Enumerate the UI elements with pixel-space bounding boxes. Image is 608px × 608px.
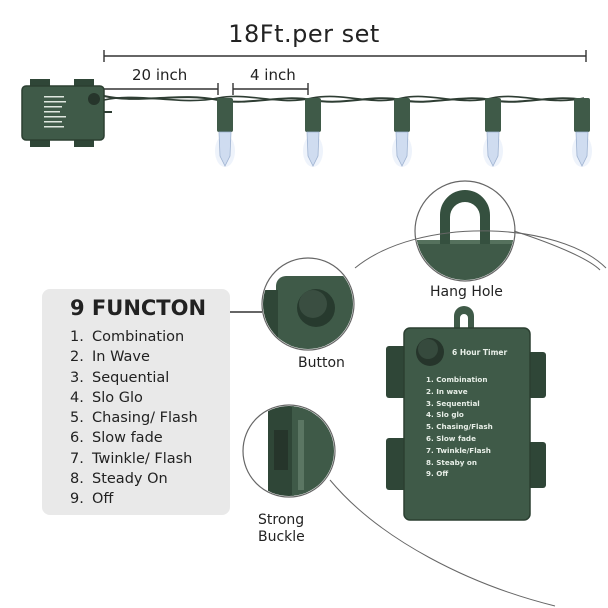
buckle-zoom — [242, 404, 336, 498]
buckle-label-line2: Buckle — [258, 529, 305, 545]
buckle-label: Strong Buckle — [258, 512, 305, 546]
button-label: Button — [298, 355, 345, 371]
box-function-item: 4. Slo glo — [426, 410, 464, 420]
function-item: 6.Slow fade — [70, 430, 163, 447]
box-function-item: 3. Sequential — [426, 398, 480, 408]
box-function-item: 6. Slow fade — [426, 433, 476, 443]
function-title: 9 FUNCTON — [70, 296, 207, 320]
buckle-label-line1: Strong — [258, 512, 305, 528]
bulb — [572, 98, 592, 167]
hang-hole-label: Hang Hole — [430, 284, 503, 300]
button-zoom — [261, 257, 355, 351]
bulbs — [215, 98, 592, 167]
small-battery-box — [21, 79, 112, 147]
function-item: 5.Chasing/ Flash — [70, 410, 198, 427]
function-item: 4.Slo Glo — [70, 389, 143, 406]
bulb — [483, 98, 503, 167]
bulb — [392, 98, 412, 167]
box-function-item: 9. Off — [426, 469, 449, 479]
dimension-spacing-line — [232, 83, 309, 95]
string-wire-twist — [103, 95, 585, 102]
timer-label: 6 Hour Timer — [452, 348, 508, 357]
hang-hole-arc — [513, 230, 601, 271]
function-item: 2.In Wave — [70, 349, 150, 366]
big-arc — [354, 230, 607, 269]
function-list: 1.Combination 2.In Wave 3.Sequential 4.S… — [70, 327, 198, 510]
box-function-item: 1. Combination — [426, 375, 488, 384]
function-item: 7.Twinkle/ Flash — [70, 450, 193, 467]
bulb — [215, 98, 235, 167]
large-battery-box — [386, 306, 546, 521]
box-function-item: 8. Steaby on — [426, 457, 477, 467]
function-item: 1.Combination — [70, 329, 185, 345]
box-function-item: 7. Twinkle/Flash — [426, 445, 491, 455]
bulb-spacing-label: 4 inch — [250, 66, 296, 84]
box-function-item: 2. In wave — [426, 386, 468, 396]
dimension-total-line — [103, 50, 587, 62]
total-length-label: 18Ft.per set — [228, 20, 380, 48]
function-item: 9.Off — [70, 491, 114, 508]
function-item: 8.Steady On — [70, 471, 168, 488]
box-function-item: 5. Chasing/Flash — [426, 422, 493, 432]
function-item: 3.Sequential — [70, 369, 170, 386]
bulb — [303, 98, 323, 167]
lead-length-label: 20 inch — [132, 66, 188, 84]
big-arc-lower — [329, 479, 556, 607]
dimension-lead-line — [104, 83, 219, 95]
hang-hole-zoom — [414, 180, 516, 282]
box-function-list: 1. Combination 2. In wave 3. Sequential … — [426, 374, 493, 480]
function-panel — [42, 289, 230, 515]
